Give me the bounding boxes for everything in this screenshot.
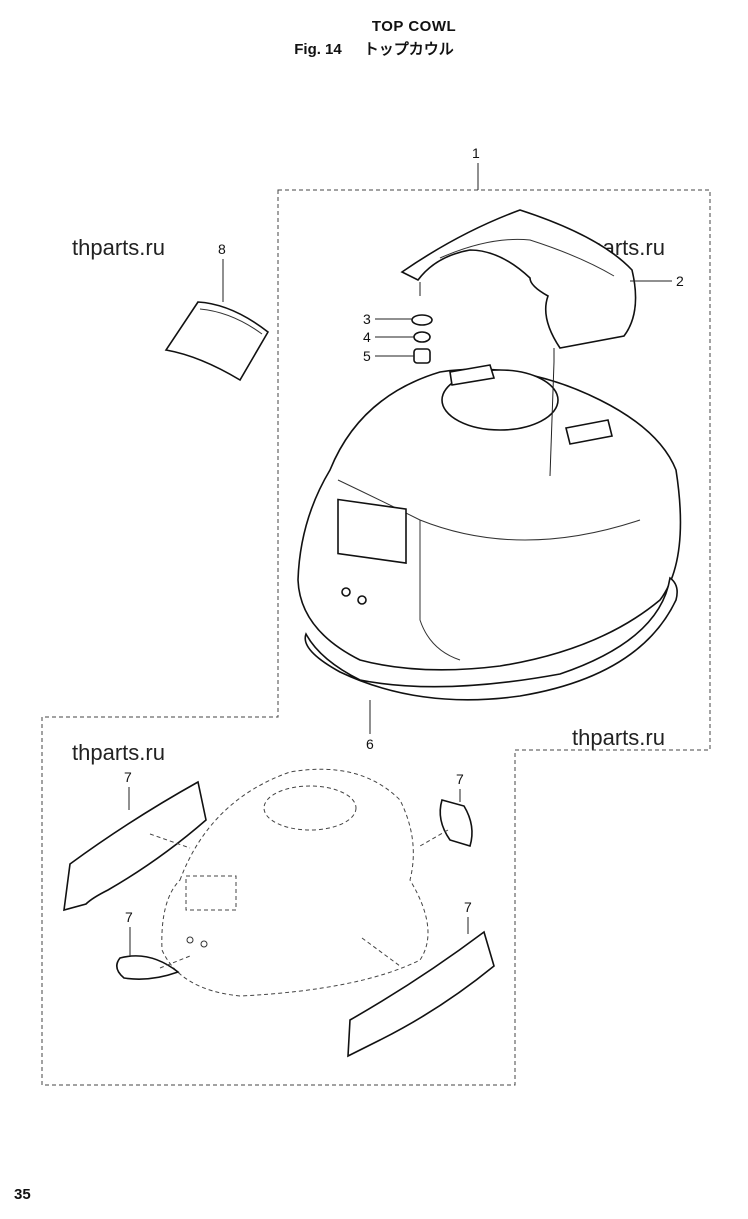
cowl-latch xyxy=(449,364,496,386)
phantom-window xyxy=(185,875,237,911)
figure-label-row: Fig. 14 トップカウル xyxy=(0,38,748,59)
phantom-hole xyxy=(186,936,194,944)
part-8-pad xyxy=(164,301,270,382)
cover-detail xyxy=(439,238,615,277)
callout-8: 8 xyxy=(218,241,226,257)
phantom-cowl xyxy=(161,768,429,997)
figure-number: Fig. 14 xyxy=(294,41,342,58)
callout-7: 7 xyxy=(464,899,472,915)
diagram-title: TOP COWL xyxy=(371,18,457,35)
part-6-seal xyxy=(304,576,678,701)
watermark-text: thparts.ru xyxy=(72,235,165,260)
phantom-intake xyxy=(263,785,357,831)
decal-location-line xyxy=(149,833,191,849)
assembly-line xyxy=(549,361,555,477)
part-7-decal-right xyxy=(347,930,495,1058)
callout-7: 7 xyxy=(456,771,464,787)
cowl-hole xyxy=(357,595,367,605)
cowl-window xyxy=(337,498,407,564)
part-3-washer xyxy=(411,314,433,326)
callout-5: 5 xyxy=(363,348,371,364)
cowl-hole xyxy=(341,587,351,597)
callout-6: 6 xyxy=(366,736,374,752)
pad-edge xyxy=(199,308,263,335)
part-7-decal-left xyxy=(63,780,207,912)
callout-1: 1 xyxy=(472,145,480,161)
callout-7: 7 xyxy=(124,769,132,785)
cowl-contour xyxy=(419,520,461,661)
decal-location-line xyxy=(419,829,449,847)
cowl-contour xyxy=(337,479,641,541)
assembly-outline xyxy=(41,189,711,1086)
figure-title-japanese: トップカウル xyxy=(363,41,454,58)
part-7-decal-small xyxy=(439,799,473,847)
callout-3: 3 xyxy=(363,311,371,327)
callout-4: 4 xyxy=(363,329,371,345)
part-4-grommet xyxy=(413,331,431,343)
cowl-intake xyxy=(441,369,559,431)
cowl-latch xyxy=(565,419,613,445)
watermark-text: thparts.ru xyxy=(572,725,665,750)
decal-location-line xyxy=(361,937,401,967)
part-5-nut xyxy=(413,348,431,364)
decal-location-line xyxy=(159,955,191,969)
watermark-text: thparts.ru xyxy=(72,740,165,765)
page-number: 35 xyxy=(14,1186,31,1203)
part-2-cover xyxy=(400,209,637,349)
phantom-hole xyxy=(200,940,208,948)
part-7-decal-small xyxy=(116,955,180,980)
callout-2: 2 xyxy=(676,273,684,289)
callout-7: 7 xyxy=(125,909,133,925)
